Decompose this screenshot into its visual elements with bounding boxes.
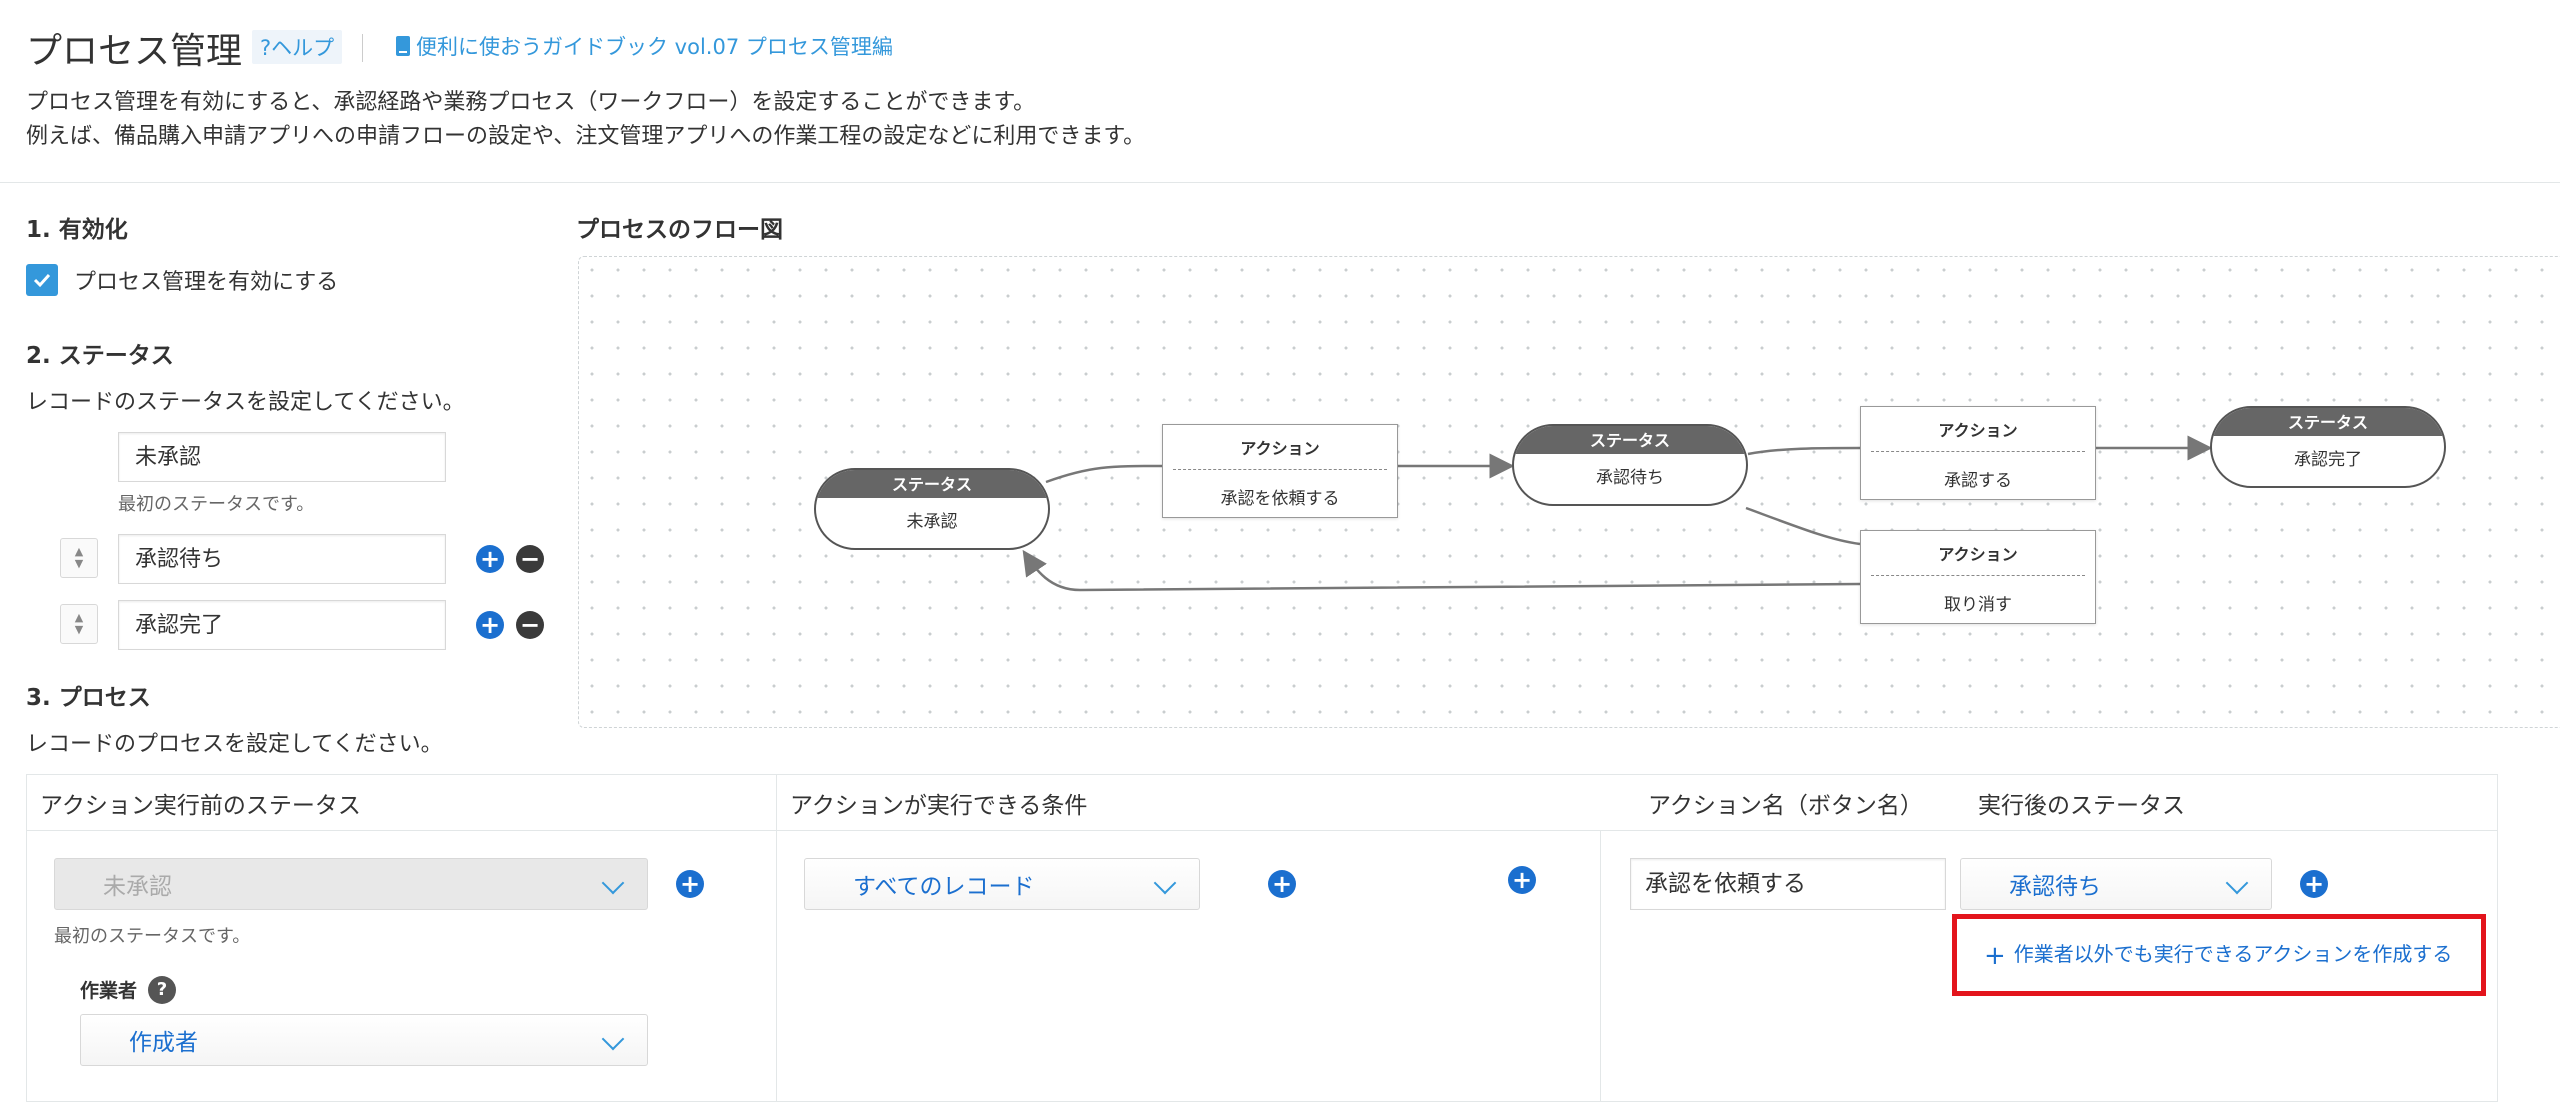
chevron-down-icon xyxy=(601,871,625,895)
highlight-box xyxy=(1952,914,2486,996)
status-heading: 2. ステータス xyxy=(26,343,174,369)
table-col-divider-2 xyxy=(1600,830,1601,1102)
minus-icon: − xyxy=(519,545,541,573)
flow-heading: プロセスのフロー図 xyxy=(576,217,783,243)
flow-status-label: 未承認 xyxy=(906,512,958,532)
before-status-value: 未承認 xyxy=(103,874,172,900)
col-header-after-status: 実行後のステータス xyxy=(1978,793,2185,819)
flow-action-label: 取り消す xyxy=(1944,595,2012,615)
book-icon xyxy=(396,36,410,56)
add-row-button-1[interactable]: + xyxy=(676,870,704,898)
minus-icon: − xyxy=(519,611,541,639)
sort-down-icon: ▼ xyxy=(74,557,84,570)
flow-status-header: ステータス xyxy=(2212,408,2444,436)
flow-status-node-2: ステータス 承認待ち xyxy=(1512,424,1748,506)
remove-status-button-3[interactable]: − xyxy=(516,611,544,639)
flow-action-node-2: アクション 承認する xyxy=(1860,406,2096,500)
chevron-down-icon xyxy=(601,1027,625,1051)
add-action-button[interactable]: + xyxy=(2300,870,2328,898)
header-separator xyxy=(0,182,2560,183)
page-description: プロセス管理を有効にすると、承認経路や業務プロセス（ワークフロー）を設定すること… xyxy=(26,86,1145,154)
flow-status-header: ステータス xyxy=(816,470,1048,498)
col-header-action-name: アクション名（ボタン名） xyxy=(1648,793,1923,819)
description-line-1: プロセス管理を有効にすると、承認経路や業務プロセス（ワークフロー）を設定すること… xyxy=(26,90,1036,115)
condition-value: すべてのレコード xyxy=(853,874,1035,900)
col-header-before-status: アクション実行前のステータス xyxy=(40,793,361,819)
help-link[interactable]: ?ヘルプ xyxy=(252,30,343,64)
flow-edge-1 xyxy=(1045,464,1163,484)
flow-edge-6 xyxy=(1022,549,1861,592)
header-divider xyxy=(362,34,363,62)
plus-icon: + xyxy=(479,611,501,639)
guide-book-link[interactable]: 便利に使おうガイドブック vol.07 プロセス管理編 xyxy=(396,31,893,61)
col-header-condition: アクションが実行できる条件 xyxy=(790,793,1088,819)
condition-select[interactable]: すべてのレコード xyxy=(804,858,1200,910)
add-status-button-2[interactable]: + xyxy=(476,545,504,573)
flow-edge-3 xyxy=(1747,446,1861,456)
chevron-down-icon xyxy=(2225,871,2249,895)
process-heading: 3. プロセス xyxy=(26,685,151,711)
description-line-2: 例えば、備品購入申請アプリへの申請フローの設定や、注文管理アプリへの作業工程の設… xyxy=(26,124,1146,149)
sort-up-icon: ▲ xyxy=(74,611,84,624)
action-name-input[interactable]: 承認を依頼する xyxy=(1630,858,1946,910)
sort-down-icon: ▼ xyxy=(74,623,84,636)
flow-status-label: 承認待ち xyxy=(1596,468,1664,488)
enable-checkbox-label[interactable]: プロセス管理を有効にする xyxy=(74,270,339,295)
check-icon xyxy=(33,273,51,288)
assignee-label: 作業者 xyxy=(80,980,138,1002)
add-extra-action-label: 作業者以外でも実行できるアクションを作成する xyxy=(2013,942,2453,966)
flow-action-label: 承認を依頼する xyxy=(1220,489,1340,509)
add-condition-group-button[interactable]: + xyxy=(1508,866,1536,894)
after-status-value: 承認待ち xyxy=(2009,874,2101,900)
plus-icon: + xyxy=(1511,866,1533,894)
status-sort-handle-3[interactable]: ▲▼ xyxy=(60,604,98,644)
plus-icon: + xyxy=(479,545,501,573)
status-input-2[interactable]: 承認待ち xyxy=(118,534,446,584)
after-status-select[interactable]: 承認待ち xyxy=(1960,858,2272,910)
assignee-select[interactable]: 作成者 xyxy=(80,1014,648,1066)
table-header-divider xyxy=(26,830,2498,831)
status-input-3[interactable]: 承認完了 xyxy=(118,600,446,650)
flow-action-label: 承認する xyxy=(1944,471,2012,491)
add-status-button-3[interactable]: + xyxy=(476,611,504,639)
plus-icon: + xyxy=(679,870,701,898)
plus-icon: + xyxy=(2303,870,2325,898)
page-title: プロセス管理 xyxy=(26,31,243,72)
flow-action-node-3: アクション 取り消す xyxy=(1860,530,2096,624)
enable-heading: 1. 有効化 xyxy=(26,217,128,243)
remove-status-button-2[interactable]: − xyxy=(516,545,544,573)
status-sort-handle-2[interactable]: ▲▼ xyxy=(60,538,98,578)
plus-icon: + xyxy=(1271,870,1293,898)
flow-edge-5 xyxy=(1745,506,1861,546)
before-status-note: 最初のステータスです。 xyxy=(54,926,251,947)
enable-process-checkbox[interactable] xyxy=(26,264,58,296)
before-status-select: 未承認 xyxy=(54,858,648,910)
flow-status-node-3: ステータス 承認完了 xyxy=(2210,406,2446,488)
assignee-value: 作成者 xyxy=(129,1030,198,1056)
add-condition-button[interactable]: + xyxy=(1268,870,1296,898)
guide-book-label: 便利に使おうガイドブック vol.07 プロセス管理編 xyxy=(416,35,893,59)
add-extra-action-link[interactable]: + 作業者以外でも実行できるアクションを作成する xyxy=(1984,938,2452,971)
flow-action-header: アクション xyxy=(1871,541,2085,576)
status-instruction: レコードのステータスを設定してください。 xyxy=(26,390,465,415)
chevron-down-icon xyxy=(1153,871,1177,895)
status-input-1[interactable]: 未承認 xyxy=(118,432,446,482)
flow-action-header: アクション xyxy=(1173,435,1387,470)
sort-up-icon: ▲ xyxy=(74,545,84,558)
flow-status-header: ステータス xyxy=(1514,426,1746,454)
assignee-help-icon[interactable]: ? xyxy=(148,976,176,1004)
process-instruction: レコードのプロセスを設定してください。 xyxy=(26,732,443,757)
flow-status-label: 承認完了 xyxy=(2294,450,2362,470)
table-col-divider-1 xyxy=(776,774,777,1102)
first-status-note: 最初のステータスです。 xyxy=(118,494,315,515)
flow-action-header: アクション xyxy=(1871,417,2085,452)
plus-icon: + xyxy=(1984,941,2006,971)
flow-action-node-1: アクション 承認を依頼する xyxy=(1162,424,1398,518)
flow-status-node-1: ステータス 未承認 xyxy=(814,468,1050,550)
